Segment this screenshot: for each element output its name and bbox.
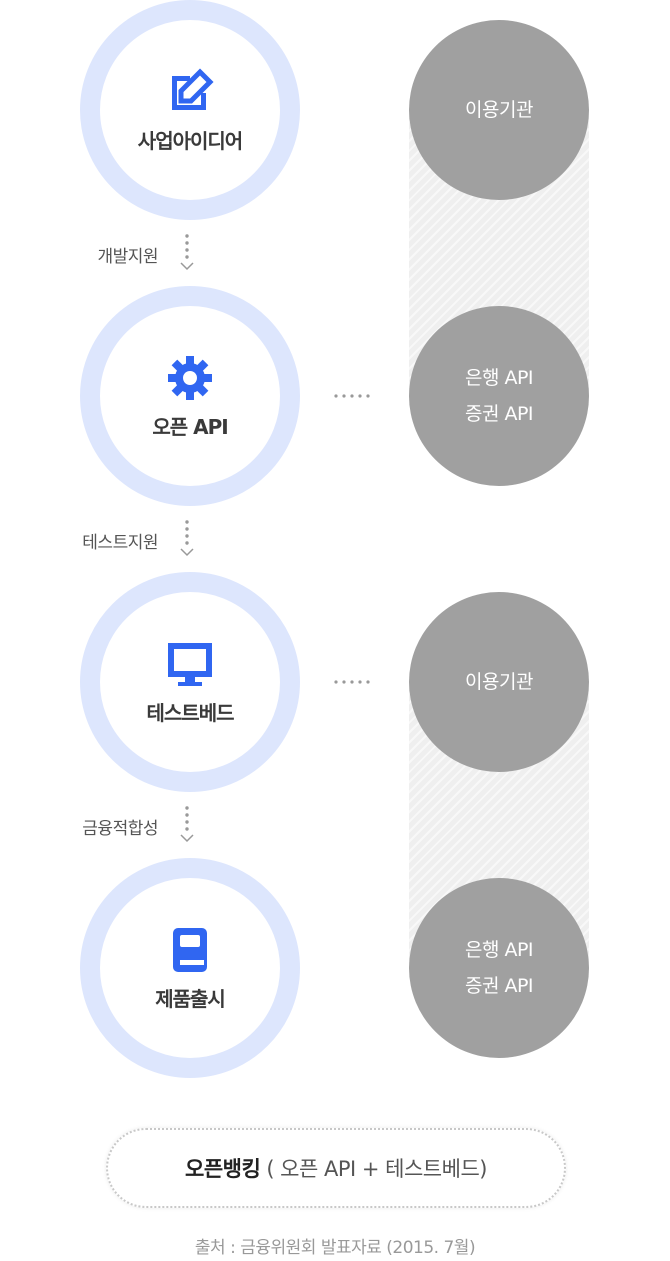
right-circle-apis: 은행 API 증권 API <box>409 878 589 1058</box>
step-label-idea: 사업아이디어 <box>137 128 243 153</box>
right-circle-line: 이용기관 <box>465 99 533 121</box>
monitor-icon <box>165 639 215 689</box>
transition-label-dev-support: 개발지원 <box>97 247 158 267</box>
right-circle-user-org: 이용기관 <box>409 20 589 200</box>
summary-detail: ( 오픈 API + 테스트베드) <box>266 1157 487 1181</box>
down-arrow-icon <box>180 520 194 557</box>
down-arrow-icon <box>180 806 194 843</box>
step-circle-idea: 사업아이디어 <box>80 0 300 220</box>
step-label-testbed: 테스트베드 <box>146 700 235 725</box>
dotted-connector <box>334 680 370 684</box>
edit-icon <box>165 67 215 117</box>
transition-label-test-support: 테스트지원 <box>82 533 158 553</box>
step-circle-testbed: 테스트베드 <box>80 572 300 792</box>
right-circle-user-org: 이용기관 <box>409 592 589 772</box>
right-circle-line: 은행 API <box>464 939 534 961</box>
right-circle-line: 이용기관 <box>465 671 533 693</box>
step-circle-open-api: 오픈 API <box>80 286 300 506</box>
step-label-open-api: 오픈 API <box>152 414 228 439</box>
right-circle-line: 증권 API <box>464 403 534 425</box>
source-caption: 출처 : 금융위원회 발표자료 (2015. 7월) <box>194 1238 476 1258</box>
transition-label-compliance: 금융적합성 <box>82 819 158 839</box>
down-arrow-icon <box>180 234 194 271</box>
dotted-connector <box>334 394 370 398</box>
book-icon <box>165 925 215 975</box>
summary-title: 오픈뱅킹 <box>185 1157 261 1181</box>
right-circle-apis: 은행 API 증권 API <box>409 306 589 486</box>
step-circle-launch: 제품출시 <box>80 858 300 1078</box>
gear-icon <box>165 353 215 403</box>
summary-pill: 오픈뱅킹 ( 오픈 API + 테스트베드) <box>106 1128 566 1208</box>
step-label-launch: 제품출시 <box>155 986 226 1011</box>
right-circle-line: 은행 API <box>464 367 534 389</box>
right-circle-line: 증권 API <box>464 975 534 997</box>
